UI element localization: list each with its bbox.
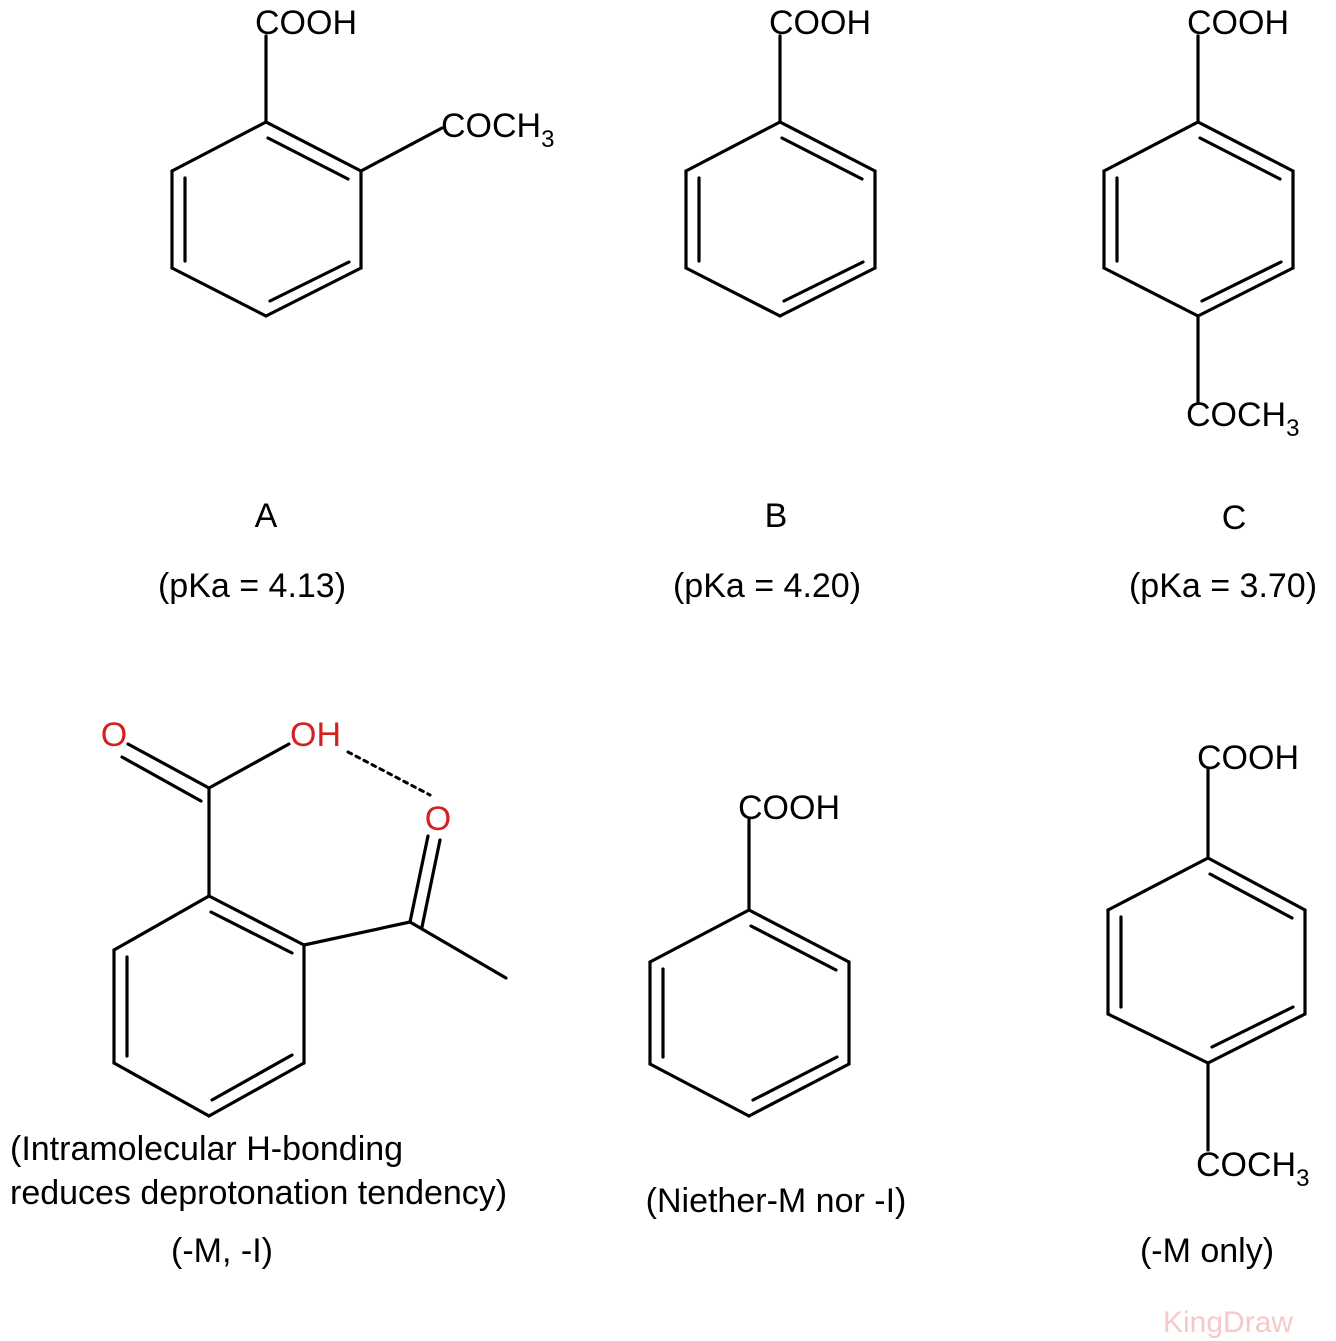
compound-a-pka: (pKa = 4.13) <box>158 567 346 605</box>
compound-a-letter: A <box>255 497 278 535</box>
compound-b-structure <box>684 34 877 318</box>
kingdraw-watermark: KingDraw <box>1163 1306 1293 1339</box>
ortho-hydroxyl-label: OH <box>290 716 341 754</box>
ortho-explanation-line2: reduces deprotonation tendency) <box>10 1174 507 1212</box>
unsubstituted-cooh-label: COOH <box>738 789 840 827</box>
compound-c-pka: (pKa = 3.70) <box>1129 567 1317 605</box>
compound-c-cooh-label: COOH <box>1187 4 1289 42</box>
compound-a-cooh-label: COOH <box>255 4 357 42</box>
ortho-carbonyl-oxygen: O <box>101 716 127 754</box>
compound-b-cooh-label: COOH <box>769 4 871 42</box>
para-cooh-label: COOH <box>1197 739 1299 777</box>
compound-b-letter: B <box>765 497 788 535</box>
compound-c-letter: C <box>1222 499 1247 537</box>
ortho-effect-label: (-M, -I) <box>171 1232 273 1270</box>
ortho-explanation-line1: (Intramolecular H-bonding <box>10 1130 403 1168</box>
ortho-hbond-structure <box>112 742 508 1118</box>
compound-c-coch3-label: COCH3 <box>1186 396 1299 442</box>
para-structure <box>1106 768 1307 1152</box>
para-coch3-label: COCH3 <box>1196 1146 1309 1192</box>
unsubstituted-structure <box>648 818 851 1118</box>
ortho-ketone-oxygen: O <box>425 800 451 838</box>
para-effect-label: (-M only) <box>1140 1232 1274 1270</box>
unsubstituted-effect-label: (Niether-M nor -I) <box>646 1182 907 1220</box>
compound-a-structure <box>170 34 444 318</box>
compound-c-structure <box>1102 34 1295 404</box>
compound-b-pka: (pKa = 4.20) <box>673 567 861 605</box>
hydrogen-bond-dots <box>346 750 432 797</box>
compound-a-coch3-label: COCH3 <box>441 107 554 153</box>
